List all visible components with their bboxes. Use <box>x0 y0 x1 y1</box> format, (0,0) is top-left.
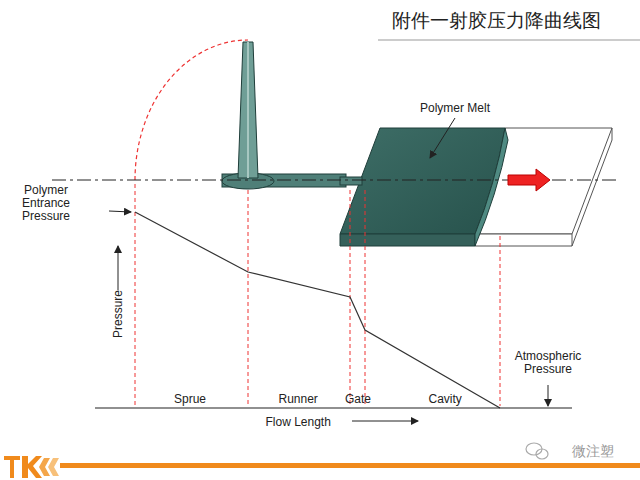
axis-label: Flow Length <box>266 415 331 429</box>
zone-label: Runner <box>279 392 318 406</box>
zone-label: Gate <box>345 392 371 406</box>
title: 附件一射胶压力降曲线图 <box>392 9 601 33</box>
zone-label: Cavity <box>429 392 462 406</box>
watermark: 微注塑 <box>572 444 614 458</box>
pressure-label: Atmospheric Pressure <box>508 350 588 376</box>
part-label: Polymer Melt <box>420 101 490 115</box>
zone-label: Sprue <box>174 392 206 406</box>
axis-label: Pressure <box>111 290 125 338</box>
pressure-label: Polymer Entrance Pressure <box>11 184 81 223</box>
